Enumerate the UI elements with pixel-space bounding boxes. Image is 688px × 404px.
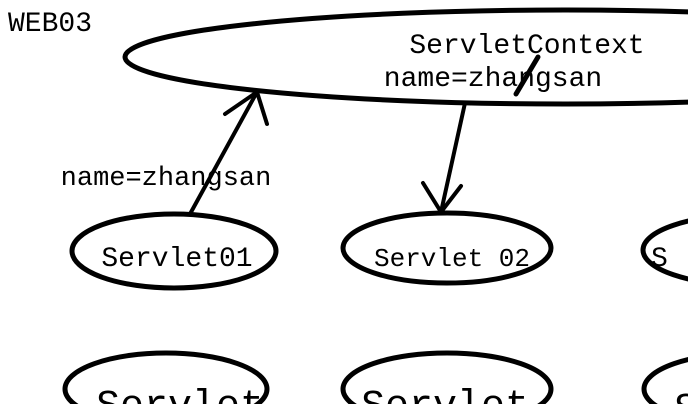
- servlet-03-label: S: [651, 244, 668, 275]
- servlet-05-ellipse: [340, 350, 554, 404]
- arrow-down-shaft: [439, 101, 467, 214]
- servlet-01-label: Servlet01: [101, 244, 252, 275]
- servlet-04-ellipse: [62, 350, 270, 404]
- servlet-02-label: Servlet 02: [374, 244, 530, 274]
- servlet-03-ellipse: [640, 218, 688, 282]
- servlet-01-ellipse: [69, 211, 279, 291]
- servlet-06-label: S: [674, 388, 688, 404]
- arrow-annotation-label: name=zhangsan: [61, 164, 272, 194]
- context-attribute-label: name=zhangsan: [384, 64, 602, 95]
- servlet-04-label: Servlet: [96, 385, 264, 404]
- arrow-down-upper-stroke: [513, 54, 541, 97]
- servlet-02-ellipse: [340, 210, 554, 286]
- page-title: WEB03: [8, 9, 92, 40]
- arrow-down-head-left: [421, 181, 443, 214]
- arrow-up-head-left: [223, 90, 259, 116]
- arrow-servlet01-to-context: [188, 90, 269, 216]
- servlet-context-label: ServletContext: [409, 31, 644, 62]
- arrow-context-to-servlet02: [421, 54, 541, 214]
- servlet-context-ellipse: [122, 7, 688, 107]
- servlet-06-ellipse: [641, 357, 688, 404]
- arrow-up-head-right: [255, 90, 269, 126]
- servlet-05-label: Servlet: [361, 385, 529, 404]
- arrow-down-head-right: [439, 184, 463, 214]
- arrow-up-shaft: [188, 90, 259, 216]
